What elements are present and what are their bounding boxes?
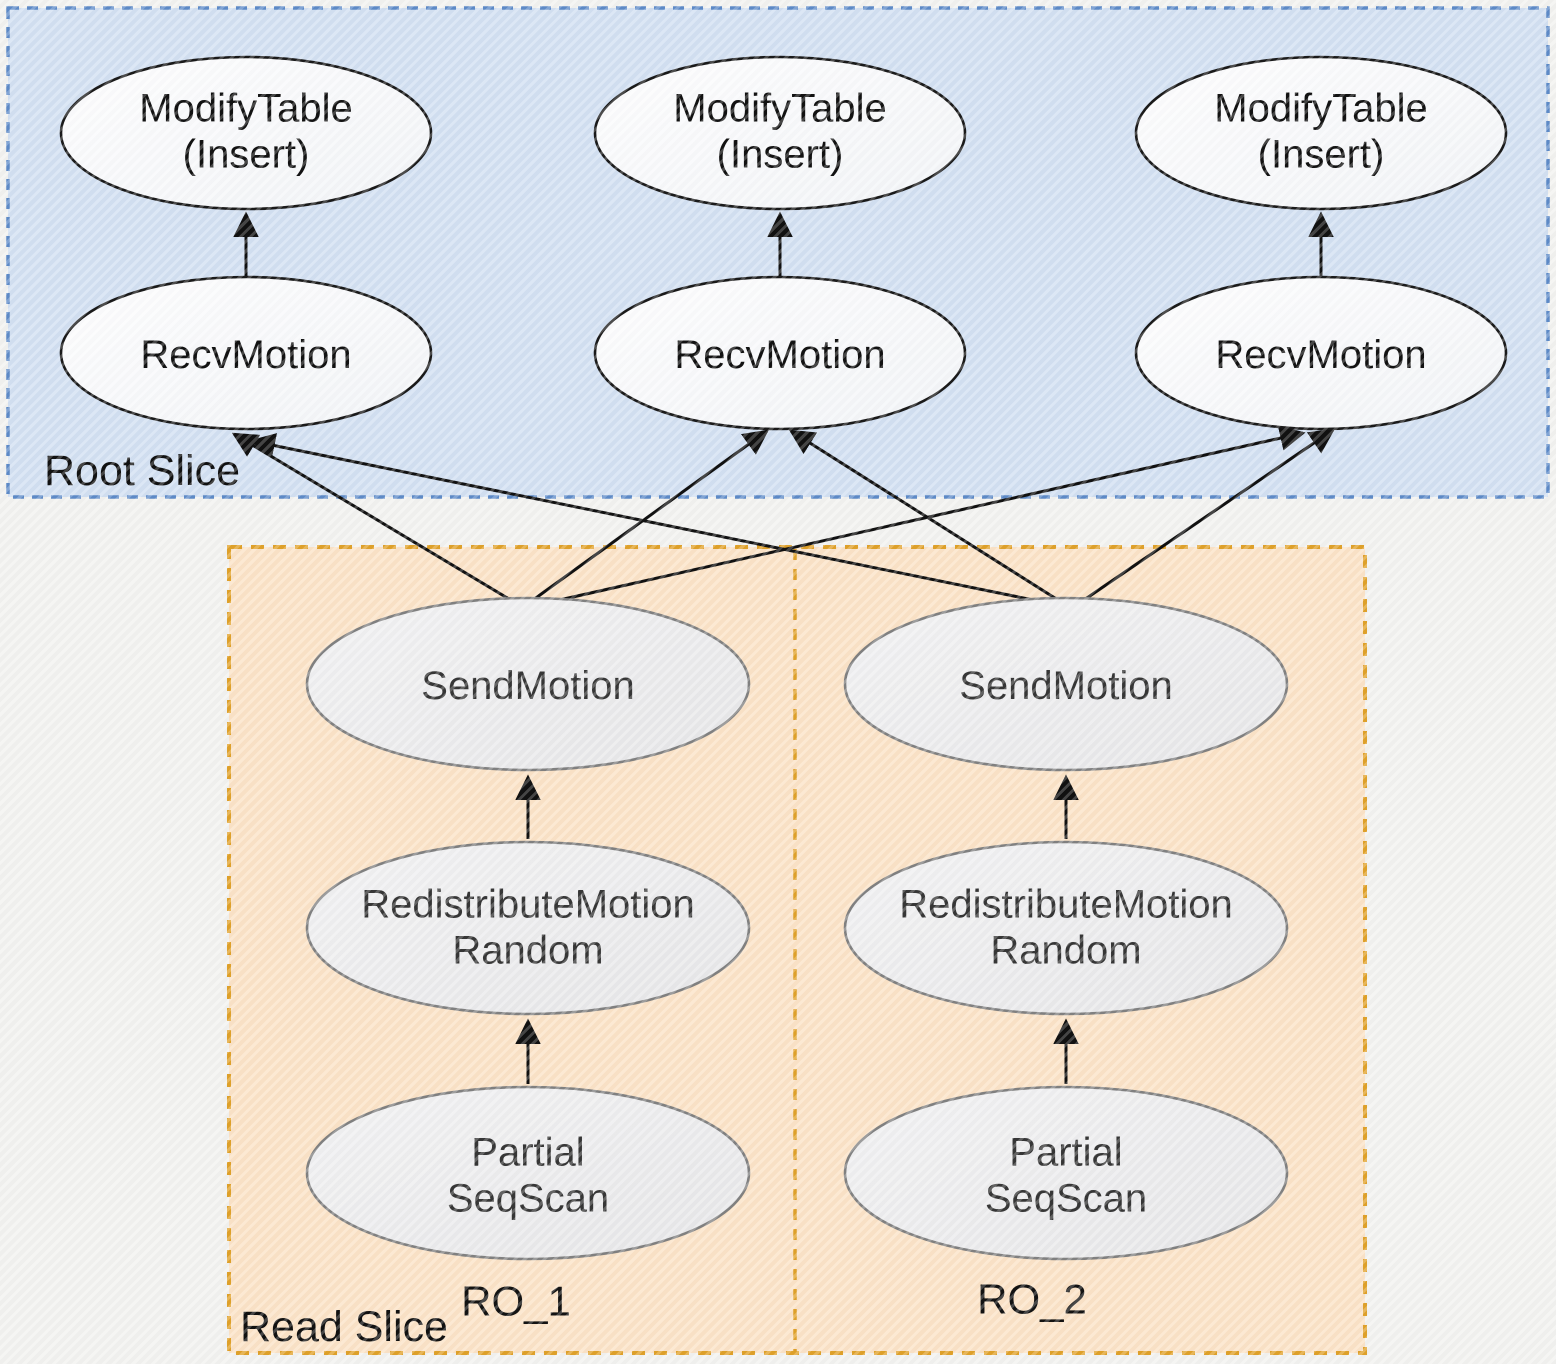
node-ellipse-redistributemotion-ro2 [843, 840, 1289, 1016]
edge-send2-recv2 [788, 429, 1059, 602]
node-ellipse-modifytable-1 [59, 55, 433, 211]
node-ellipse-partialseqscan-ro2 [843, 1085, 1289, 1261]
node-label-recvmotion-3: RecvMotion [1215, 332, 1427, 377]
node-label-recvmotion-1: RecvMotion [140, 332, 352, 377]
node-ellipse-modifytable-3 [1134, 55, 1508, 211]
node-label-redistributemotion-ro2: RedistributeMotion Random [899, 882, 1233, 973]
node-ellipse-recvmotion-3 [1134, 275, 1508, 431]
node-label-partialseqscan-ro1: Partial SeqScan [446, 1130, 610, 1221]
node-ellipse-partialseqscan-ro1 [305, 1085, 751, 1261]
edge-send1-recv2 [532, 429, 770, 602]
node-label-sendmotion-ro1: SendMotion [421, 663, 635, 708]
node-label-recvmotion-2: RecvMotion [674, 332, 886, 377]
node-label-modifytable-1: ModifyTable (Insert) [139, 86, 353, 177]
node-label-partialseqscan-ro2: Partial SeqScan [984, 1130, 1148, 1221]
node-ellipse-redistributemotion-ro1 [305, 840, 751, 1016]
node-ellipse-recvmotion-1 [59, 275, 433, 431]
node-ellipse-sendmotion-ro1 [305, 596, 751, 772]
edge-send2-recv3 [1080, 428, 1336, 604]
edge-send2-recv1 [249, 433, 1049, 605]
ro2-label: RO_2 [977, 1275, 1087, 1323]
node-label-modifytable-2: ModifyTable (Insert) [673, 86, 887, 177]
node-label-redistributemotion-ro1: RedistributeMotion Random [361, 882, 695, 973]
node-label-sendmotion-ro2: SendMotion [959, 663, 1173, 708]
root-slice-label: Root Slice [44, 447, 240, 495]
edge-send1-recv1 [231, 432, 515, 604]
node-ellipse-recvmotion-2 [593, 275, 967, 431]
node-label-modifytable-3: ModifyTable (Insert) [1214, 86, 1428, 177]
node-ellipse-modifytable-2 [593, 55, 967, 211]
edge-send1-recv3 [545, 425, 1306, 605]
read-slice-label: Read Slice [240, 1303, 448, 1351]
ro1-label: RO_1 [461, 1277, 571, 1325]
node-ellipse-sendmotion-ro2 [843, 596, 1289, 772]
